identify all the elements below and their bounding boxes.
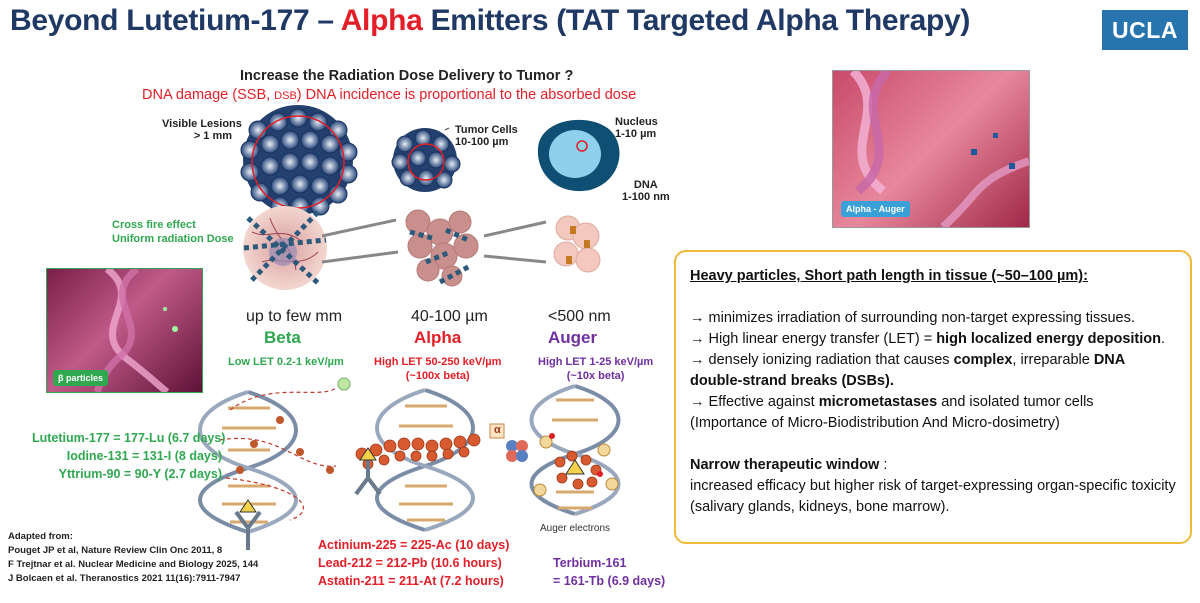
beta-name: Beta (264, 328, 301, 347)
auger-path-length: <500 nm (548, 308, 611, 325)
therapeutic-window-title: Narrow therapeutic window : (690, 457, 888, 473)
isotope-i131: Iodine-131 = 131-I (8 days) (66, 449, 222, 463)
isotope-ac225: Actinium-225 = 225-Ac (10 days) (318, 538, 510, 552)
beta-let: Low LET 0.2-1 keV/µm (228, 356, 344, 368)
isotope-at211: Astatin-211 = 211-At (7.2 hours) (318, 574, 504, 588)
title-alpha-word: Alpha (340, 4, 423, 37)
slide-title: Beyond Lutetium-177 – Alpha Emitters (TA… (10, 4, 971, 37)
alpha-path-length: 40-100 µm (411, 308, 488, 325)
nucleus-illustration (537, 119, 620, 192)
beta-particles-badge: β particles (53, 370, 109, 386)
alpha-let: High LET 50-250 keV/µm(~100x beta) (374, 356, 502, 382)
question-text: Increase the Radiation Dose Delivery to … (240, 68, 574, 84)
ucla-logo: UCLA (1102, 10, 1188, 50)
dna-damage-text: DNA damage (SSB, DSB) DNA incidence is p… (142, 87, 637, 103)
isotope-lu177: Lutetium-177 = 177-Lu (6.7 days) (32, 431, 226, 445)
info-bullet-5: (Importance of Micro-Biodistribution And… (690, 415, 1060, 431)
alpha-particle-track (355, 433, 481, 470)
info-bullet-3: → densely ionizing radiation that causes… (690, 352, 1125, 389)
info-bullet-4: → Effective against micrometastases and … (690, 394, 1094, 410)
beta-path-length: up to few mm (246, 308, 343, 325)
info-box: Heavy particles, Short path length in ti… (674, 250, 1192, 544)
alpha-symbol: α (494, 424, 501, 436)
isotope-y90: Yttrium-90 = 90-Y (2.7 days) (58, 467, 222, 481)
alpha-name: Alpha (414, 328, 462, 347)
auger-name: Auger (548, 328, 598, 347)
alpha-auger-photo: Alpha - Auger (832, 70, 1030, 228)
info-heading: Heavy particles, Short path length in ti… (690, 268, 1088, 284)
tumor-cells-cluster (391, 127, 461, 192)
alpha-auger-badge: Alpha - Auger (841, 201, 910, 217)
references: Adapted from: Pouget JP et al, Nature Re… (8, 531, 259, 584)
auger-cells-illustration (553, 215, 601, 273)
beta-isotopes: Lutetium-177 = 177-Lu (6.7 days) Iodine-… (32, 429, 226, 483)
visible-lesion-cluster (240, 105, 358, 216)
beta-particle-path (219, 377, 351, 521)
beta-tumor-illustration (243, 206, 327, 290)
therapeutic-window-text: increased efficacy but higher risk of ta… (690, 478, 1176, 515)
beta-particles-photo: β particles (46, 268, 203, 393)
alpha-cells-illustration (405, 209, 479, 287)
visible-lesions-label: Visible Lesions> 1 mm (162, 118, 242, 142)
isotope-pb212: Lead-212 = 212-Pb (10.6 hours) (318, 556, 502, 570)
auger-let: High LET 1-25 keV/µm(~10x beta) (538, 356, 654, 382)
auger-isotopes: Terbium-161 = 161-Tb (6.9 days) (553, 554, 665, 590)
beta-dna-helix (198, 390, 298, 534)
alpha-auger-dna-render (849, 71, 1029, 227)
alpha-antibody-icon (354, 447, 382, 496)
auger-electrons-label: Auger electrons (540, 523, 611, 534)
alpha-isotopes: Actinium-225 = 225-Ac (10 days) Lead-212… (318, 536, 509, 590)
alpha-dna-helix (375, 388, 475, 532)
isotope-tb161: = 161-Tb (6.9 days) (553, 574, 666, 588)
info-bullet-1: → minimizes irradiation of surrounding n… (690, 310, 1135, 326)
alpha-helium-nucleus-icon (489, 423, 528, 462)
auger-electron-burst (533, 433, 619, 497)
beta-antibody-icon (234, 499, 262, 550)
isotope-tb161-name: Terbium-161 (553, 556, 627, 570)
info-bullet-2: → High linear energy transfer (LET) = hi… (690, 331, 1166, 347)
